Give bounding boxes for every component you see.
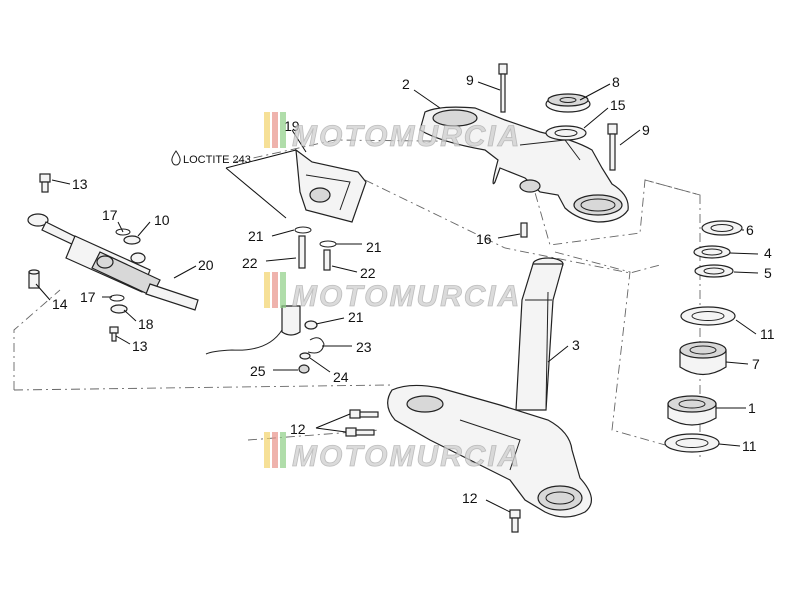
callout-15: 15 [610, 97, 626, 113]
callout-21-lower: 21 [348, 309, 364, 325]
lock-washer-4 [693, 245, 731, 259]
callout-10: 10 [154, 212, 170, 228]
watermark-stripe [280, 432, 286, 468]
watermark-stripe [280, 272, 286, 308]
watermark-middle: MOTOMURCIA [264, 272, 521, 313]
callout-8: 8 [612, 74, 620, 90]
callout-21-left: 21 [248, 228, 264, 244]
bolt-9-right [607, 123, 618, 171]
callout-23: 23 [356, 339, 372, 355]
callout-17-bottom: 17 [80, 289, 96, 305]
stud-22-right [319, 240, 337, 271]
watermark-text: MOTOMURCIA [292, 280, 521, 313]
callout-19: 19 [284, 118, 300, 134]
callout-4: 4 [764, 245, 772, 261]
ring-nut-6 [701, 220, 743, 236]
callout-9-right: 9 [642, 122, 650, 138]
ring-nut-5 [694, 264, 734, 278]
bearing-1 [667, 395, 717, 426]
watermark-bottom: MOTOMURCIA [264, 432, 521, 473]
bolt-13-top [39, 173, 51, 193]
washer-15 [545, 125, 587, 141]
bolt-12-middle [345, 427, 375, 437]
callout-24: 24 [333, 369, 349, 385]
watermark-text: MOTOMURCIA [292, 120, 521, 153]
bolt-12-lower [509, 509, 521, 533]
loctite-note: LOCTITE 243 [171, 150, 251, 166]
callout-2: 2 [402, 76, 410, 92]
callout-labels: 2 9 8 15 9 19 13 17 10 20 14 17 18 13 21… [52, 72, 775, 506]
watermark-stripe [272, 112, 278, 148]
callout-13-top: 13 [72, 176, 88, 192]
steering-damper [27, 213, 199, 311]
callout-11-lower: 11 [742, 438, 757, 454]
seal-11-upper [680, 306, 736, 326]
damper-bracket [295, 148, 367, 223]
callout-22-right: 22 [360, 265, 376, 281]
steering-sensor [205, 305, 325, 374]
washer-17-upper [115, 228, 131, 236]
bolt-12-upper [349, 409, 379, 419]
callout-16: 16 [476, 231, 492, 247]
bolt-13-bottom [109, 326, 119, 342]
callout-14: 14 [52, 296, 68, 312]
callout-12-upper: 12 [290, 421, 306, 437]
leader-lines [35, 81, 759, 513]
callout-17-top: 17 [102, 207, 118, 223]
watermark-text: MOTOMURCIA [292, 440, 521, 473]
steering-cap-nut [545, 93, 591, 113]
nut-18 [110, 304, 128, 314]
callout-20: 20 [198, 257, 214, 273]
callout-25: 25 [250, 363, 266, 379]
watermark-stripe [264, 272, 270, 308]
callout-6: 6 [746, 222, 754, 238]
bolt-9-upper [498, 63, 508, 113]
pin-16 [520, 222, 528, 238]
watermark-stripe [272, 432, 278, 468]
callout-21-right: 21 [366, 239, 382, 255]
seal-11-lower [664, 433, 720, 453]
watermark-stripe [264, 112, 270, 148]
callout-18: 18 [138, 316, 154, 332]
callout-12-lower: 12 [462, 490, 478, 506]
steering-stem [515, 257, 564, 411]
callout-9-top: 9 [466, 72, 474, 88]
callout-11-upper: 11 [760, 326, 775, 342]
callout-7: 7 [752, 356, 760, 372]
callout-3: 3 [572, 337, 580, 353]
watermark-top: MOTOMURCIA [264, 112, 521, 153]
stud-22-left [294, 226, 312, 269]
washer-17-lower [109, 294, 125, 302]
drop-icon [171, 150, 181, 166]
callout-1: 1 [748, 400, 756, 416]
watermark-stripe [264, 432, 270, 468]
bearing-7 [679, 341, 727, 376]
lower-triple-clamp [387, 384, 592, 518]
callout-5: 5 [764, 265, 772, 281]
watermark-stripe [272, 272, 278, 308]
callout-22-left: 22 [242, 255, 258, 271]
callout-13-bottom: 13 [132, 338, 148, 354]
spacer-14 [28, 269, 40, 289]
watermark-stripe [280, 112, 286, 148]
nut-10 [123, 235, 141, 245]
loctite-note-text: LOCTITE 243 [183, 154, 251, 166]
